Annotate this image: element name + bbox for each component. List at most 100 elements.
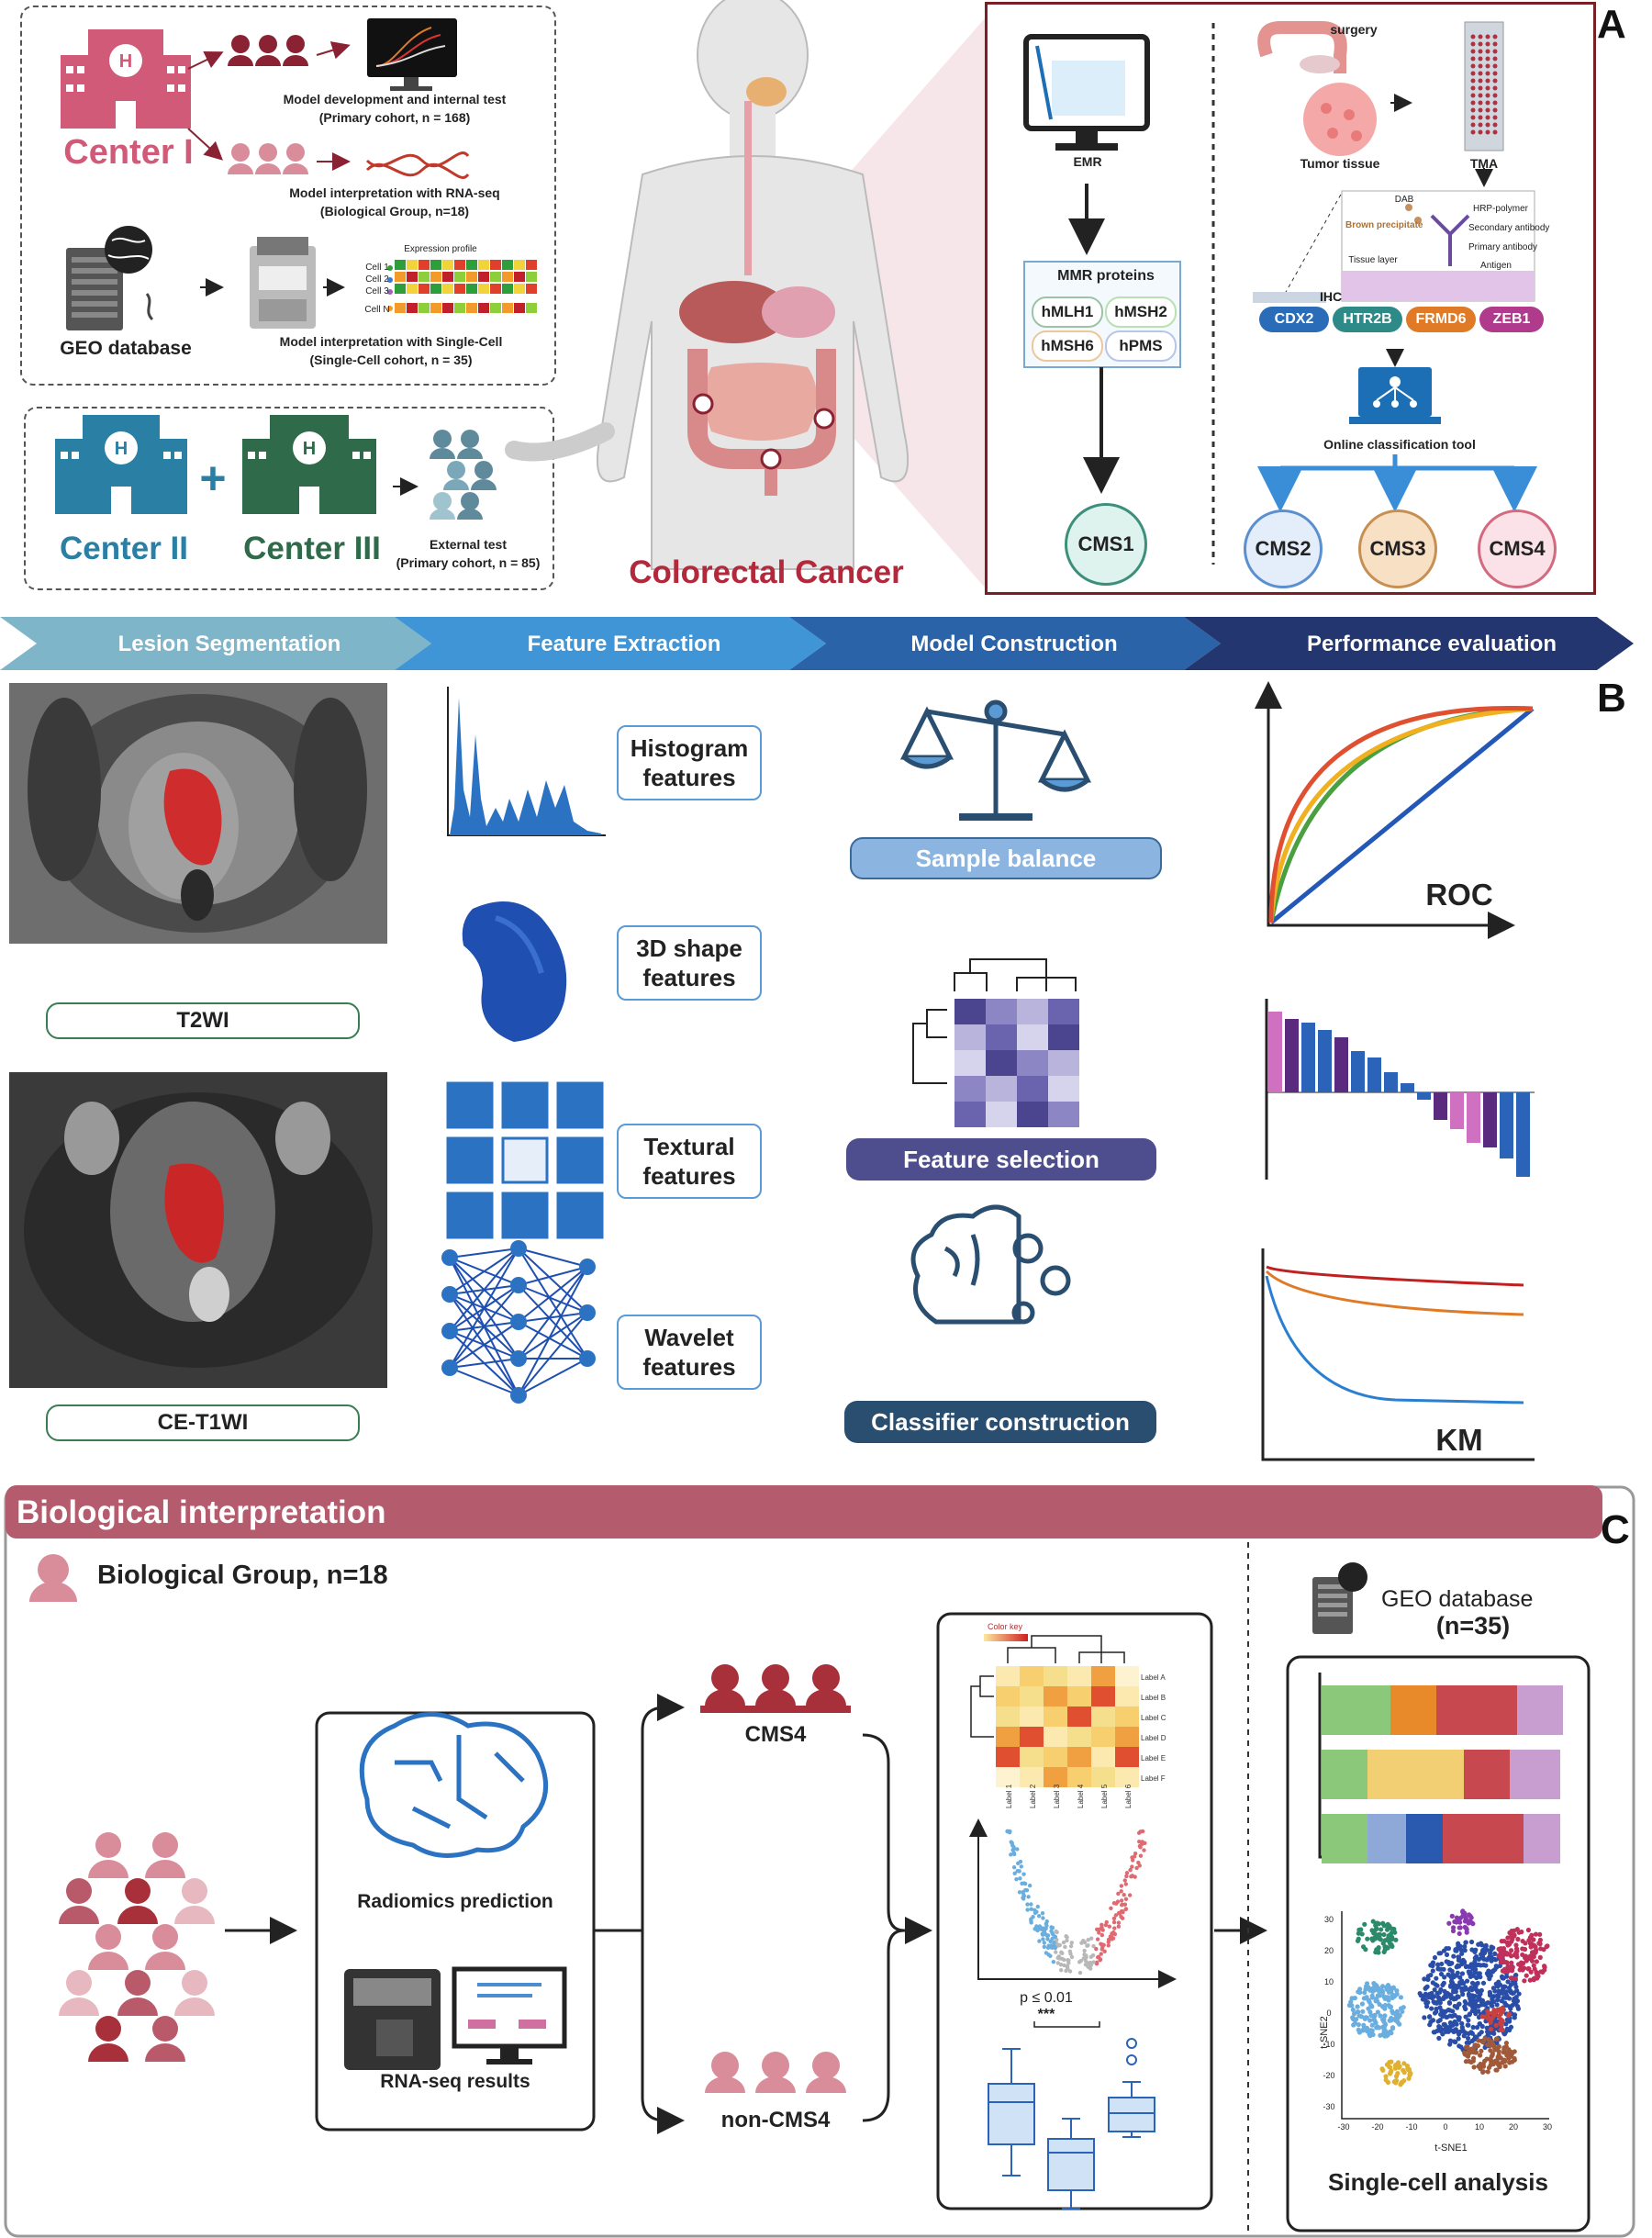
- cet1wi-label: CE-T1WI: [46, 1404, 360, 1441]
- svg-text:H: H: [303, 439, 316, 459]
- svg-text:Label A: Label A: [1141, 1673, 1166, 1682]
- human-body-illustration: [505, 0, 985, 587]
- people-icon-primary: [228, 35, 308, 66]
- wavelet-features-label: Wavelet features: [617, 1315, 762, 1390]
- svg-text:Label 6: Label 6: [1124, 1784, 1133, 1808]
- server-icon-geo: [66, 226, 154, 330]
- svg-text:Label 3: Label 3: [1053, 1784, 1061, 1808]
- panel-a-right-box: [985, 2, 1596, 595]
- person-icon-group: [29, 1554, 77, 1602]
- sample-balance-pill: Sample balance: [850, 837, 1162, 879]
- marker-zeb1: ZEB1: [1479, 307, 1544, 332]
- people-icon-cms4: [700, 1664, 851, 1713]
- tumor-tissue-icon: [1303, 83, 1377, 156]
- step-arrow-1: [0, 617, 431, 670]
- cell-label-1: Cell 1: [365, 263, 389, 273]
- single-cell-label: Single-cell analysis: [1328, 2168, 1548, 2196]
- tsne-ytick: -10: [1323, 2040, 1335, 2049]
- geo-label: GEO database: [60, 338, 192, 359]
- svg-text:Label 5: Label 5: [1100, 1784, 1109, 1808]
- brain-gears-icon: [910, 1204, 1071, 1325]
- ihc-hrp-label: HRP-polymer: [1472, 204, 1528, 214]
- tsne-xtick: -20: [1371, 2122, 1384, 2132]
- roc-chart: [1255, 681, 1535, 939]
- model-dev-label: Model development and internal test: [283, 92, 507, 106]
- panel-letter-c: C: [1601, 1507, 1630, 1552]
- histogram-icon: [447, 687, 606, 836]
- cms1-node: CMS1: [1065, 503, 1147, 586]
- step-arrow-3: [789, 617, 1221, 670]
- tsne-xtick: -10: [1405, 2122, 1418, 2132]
- noncms4-group-label: non-CMS4: [720, 2108, 831, 2132]
- stars-label: ***: [1037, 2007, 1055, 2022]
- expression-heatmap: [387, 260, 537, 313]
- tma-label: TMA: [1469, 156, 1499, 171]
- tsne-xtick: -30: [1337, 2122, 1350, 2132]
- mmr-item-hmsh6: hMSH6: [1032, 330, 1103, 362]
- cell-label-n: Cell N: [364, 305, 390, 315]
- laptop-icon: [1349, 367, 1441, 424]
- external-label: External test: [429, 537, 508, 552]
- rnaseq-label: RNA-seq results: [380, 2071, 530, 2092]
- t2wi-label: T2WI: [46, 1002, 360, 1039]
- rna-interp-label: Model interpretation with RNA-seq: [289, 185, 500, 200]
- monitor-icon: [367, 18, 457, 91]
- classifier-pill: Classifier construction: [844, 1401, 1156, 1443]
- biological-group-label: Biological Group, n=18: [97, 1561, 388, 1590]
- geo-c-label: GEO database: [1381, 1586, 1534, 1612]
- people-icon-external: [430, 430, 497, 520]
- ihc-antigen-label: Antigen: [1480, 261, 1512, 271]
- svg-text:Label 2: Label 2: [1029, 1784, 1037, 1808]
- colorectal-label: Colorectal Cancer: [629, 554, 904, 590]
- svg-text:Label B: Label B: [1141, 1694, 1166, 1702]
- km-chart: [1261, 1248, 1535, 1461]
- sequencer-icon: [250, 237, 316, 329]
- mri-cet1wi-image: [9, 1072, 387, 1388]
- tsne-ytick: 20: [1323, 1946, 1334, 1955]
- expr-profile-label: Expression profile: [404, 244, 477, 254]
- mri-t2wi-image: [9, 683, 387, 944]
- center3-label: Center III: [243, 531, 381, 566]
- svg-text:Label F: Label F: [1141, 1774, 1166, 1783]
- cell-label-3: Cell 3: [365, 286, 389, 297]
- sc-interp-label: Model interpretation with Single-Cell: [279, 334, 503, 349]
- texture-grid-icon: [446, 1081, 604, 1239]
- cms4-node: CMS4: [1478, 509, 1557, 588]
- marker-htr2b: HTR2B: [1333, 307, 1402, 332]
- color-key-label: Color key: [987, 1622, 1022, 1631]
- step-label-2: Feature Extraction: [527, 632, 721, 656]
- brain-circuit-icon: [359, 1712, 549, 1858]
- tsne-ytick: 10: [1323, 1977, 1334, 1986]
- cell-label-2: Cell 2: [365, 274, 389, 285]
- svg-text:H: H: [115, 439, 128, 459]
- people-icon-noncms4: [705, 2052, 846, 2093]
- step-arrows: [0, 617, 1634, 670]
- radiomics-label: Radiomics prediction: [357, 1891, 553, 1912]
- sc-interp-sub: (Single-Cell cohort, n = 35): [309, 352, 473, 367]
- mmr-title: MMR proteins: [1057, 268, 1155, 284]
- feature-importance-bars: [1265, 999, 1535, 1180]
- geo-n-label: (n=35): [1435, 1612, 1511, 1639]
- panel-letter-a: A: [1597, 2, 1626, 47]
- tsne-plot: [1341, 1908, 1550, 2120]
- box-plot: [988, 2021, 1155, 2210]
- mmr-item-hpms: hPMS: [1105, 330, 1177, 362]
- emr-monitor-icon: [1023, 34, 1150, 151]
- center2-label: Center II: [59, 531, 189, 566]
- center1-box: [20, 6, 556, 386]
- tsne-xtick: 20: [1508, 2122, 1518, 2132]
- feature-selection-heatmap: [912, 958, 1079, 1127]
- cms2-node: CMS2: [1244, 509, 1323, 588]
- center1-label: Center I: [63, 133, 194, 172]
- step-arrow-4: [1184, 617, 1634, 670]
- tma-slide-icon: [1464, 21, 1504, 151]
- single-cell-box: [1286, 1655, 1591, 2232]
- tsne-ytick: 0: [1326, 2009, 1332, 2018]
- tsne-xtick: 10: [1474, 2122, 1484, 2132]
- textural-features-label: Textural features: [617, 1124, 762, 1199]
- sequencer-monitor-icon: [344, 1966, 567, 2070]
- balance-scale-icon: [899, 699, 1092, 821]
- tsne-xtick: 30: [1542, 2122, 1552, 2132]
